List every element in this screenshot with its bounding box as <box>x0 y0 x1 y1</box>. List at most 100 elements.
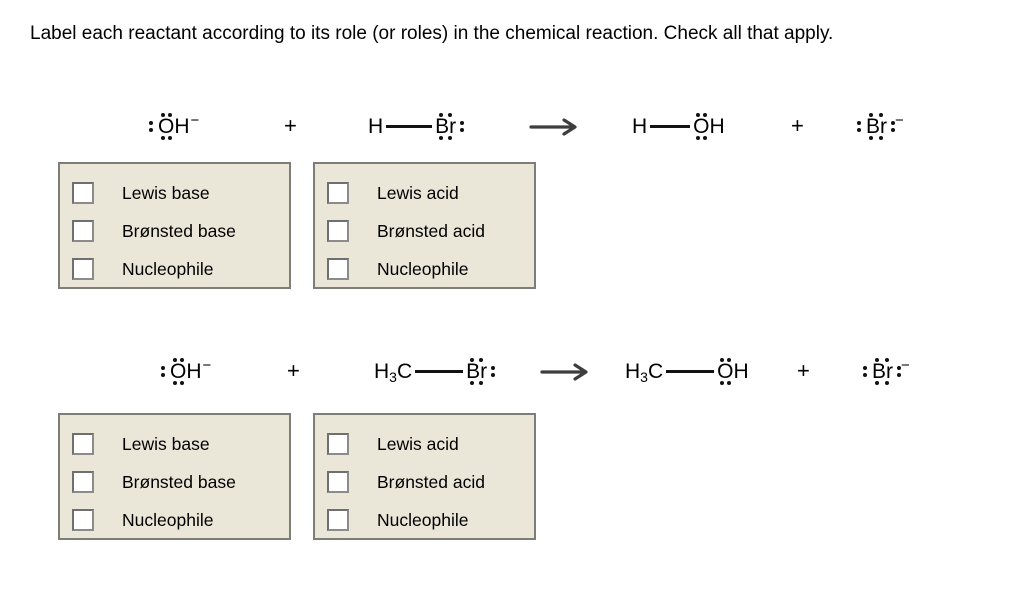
electron-dot <box>491 366 496 370</box>
electron-dot <box>491 373 496 377</box>
option-row: Brønsted base <box>72 463 289 501</box>
atom-label: Br <box>872 360 893 383</box>
electron-dot <box>448 113 453 117</box>
reactant-hydroxide-ion: OH− <box>161 357 212 386</box>
checkbox-nucleophile[interactable] <box>72 258 94 280</box>
checkbox-label: Brønsted base <box>122 471 236 492</box>
atom-label: H <box>368 115 384 138</box>
checkbox-label: Lewis acid <box>377 182 459 203</box>
electron-dot <box>460 121 465 125</box>
electron-dot <box>879 113 883 117</box>
electron-dot <box>863 366 867 370</box>
product-water: H OH <box>632 113 725 140</box>
electron-dot <box>897 373 901 377</box>
bromine-atom: Br <box>466 358 496 385</box>
plus-sign: + <box>287 358 300 383</box>
electron-dot <box>439 113 444 117</box>
checkbox-group-reaction2-reactant2: Lewis acid Brønsted acid Nucleophile <box>313 413 536 540</box>
electron-dot <box>479 358 484 362</box>
option-row: Lewis acid <box>327 174 534 212</box>
electron-dot <box>857 121 861 125</box>
electron-dot <box>149 121 153 125</box>
electron-dot <box>161 113 165 117</box>
electron-dot <box>703 136 708 140</box>
checkbox-bronsted-acid[interactable] <box>327 471 349 493</box>
checkbox-label: Lewis acid <box>377 433 459 454</box>
electron-dot <box>168 136 172 140</box>
oxygen-atom: O <box>693 113 710 140</box>
option-row: Nucleophile <box>72 250 289 288</box>
option-row: Brønsted acid <box>327 212 534 250</box>
electron-dot <box>869 113 873 117</box>
atom-label: C <box>396 360 413 383</box>
negative-charge: − <box>895 112 904 129</box>
plus-sign: + <box>284 113 297 138</box>
electron-dot <box>149 128 153 132</box>
single-bond <box>415 370 464 373</box>
checkbox-lewis-base[interactable] <box>72 433 94 455</box>
option-row: Lewis base <box>72 174 289 212</box>
subscript-3: 3 <box>640 369 648 385</box>
single-bond <box>666 370 715 373</box>
atom-label: H <box>709 115 725 138</box>
atom-label: O <box>170 360 187 383</box>
checkbox-bronsted-acid[interactable] <box>327 220 349 242</box>
product-methanol: H3C OH <box>625 358 749 385</box>
electron-dot <box>863 373 867 377</box>
checkbox-group-reaction1-reactant1: Lewis base Brønsted base Nucleophile <box>58 162 291 289</box>
electron-dot <box>727 358 732 362</box>
checkbox-nucleophile[interactable] <box>72 509 94 531</box>
reactant-hydrogen-bromide: H Br <box>368 113 465 140</box>
negative-charge: − <box>202 357 212 374</box>
checkbox-label: Lewis base <box>122 182 210 203</box>
electron-dot <box>180 381 184 385</box>
bromine-atom: Br <box>435 113 465 140</box>
electron-dot <box>891 128 895 132</box>
checkbox-nucleophile[interactable] <box>327 258 349 280</box>
atom-label: H <box>733 360 749 383</box>
atom-label: H <box>174 115 190 138</box>
atom-label: Br <box>866 115 887 138</box>
electron-dot <box>439 136 444 140</box>
question-prompt: Label each reactant according to its rol… <box>30 23 834 44</box>
atom-label: O <box>717 360 734 383</box>
atom-label: C <box>647 360 664 383</box>
option-row: Brønsted acid <box>327 463 534 501</box>
electron-dot <box>161 373 165 377</box>
electron-dot <box>161 136 165 140</box>
electron-dot <box>696 113 701 117</box>
option-row: Lewis base <box>72 425 289 463</box>
checkbox-lewis-base[interactable] <box>72 182 94 204</box>
reactant-methyl-bromide: H3C Br <box>374 358 496 385</box>
electron-dot <box>161 366 165 370</box>
atom-label: H <box>186 360 202 383</box>
atom-label: Br <box>466 360 488 383</box>
option-row: Nucleophile <box>327 501 534 539</box>
atom-label: H <box>632 115 648 138</box>
checkbox-label: Nucleophile <box>377 509 469 530</box>
electron-dot <box>470 381 475 385</box>
checkbox-lewis-acid[interactable] <box>327 433 349 455</box>
single-bond <box>650 125 691 128</box>
electron-dot <box>703 113 708 117</box>
checkbox-lewis-acid[interactable] <box>327 182 349 204</box>
electron-dot <box>460 128 465 132</box>
checkbox-label: Brønsted acid <box>377 220 485 241</box>
atom-label: O <box>693 115 710 138</box>
product-bromide-ion: Br− <box>863 357 910 386</box>
negative-charge: − <box>190 112 200 129</box>
option-row: Lewis acid <box>327 425 534 463</box>
checkbox-label: Nucleophile <box>122 509 214 530</box>
electron-dot <box>479 381 484 385</box>
electron-dot <box>180 358 184 362</box>
electron-dot <box>168 113 172 117</box>
electron-dot <box>470 358 475 362</box>
bromine-atom: Br <box>863 358 901 385</box>
electron-dot <box>875 358 879 362</box>
checkbox-bronsted-base[interactable] <box>72 220 94 242</box>
oxygen-atom: O <box>149 113 174 140</box>
electron-dot <box>885 358 889 362</box>
checkbox-bronsted-base[interactable] <box>72 471 94 493</box>
checkbox-nucleophile[interactable] <box>327 509 349 531</box>
